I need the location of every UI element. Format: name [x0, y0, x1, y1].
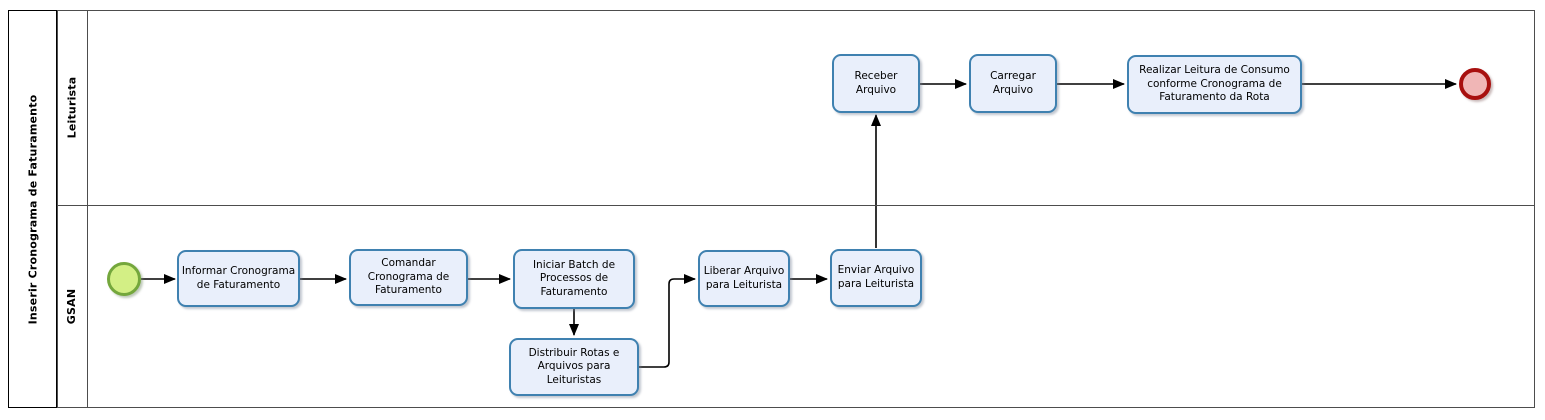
- task-distribuir-rotas: Distribuir Rotas e Arquivos para Leituri…: [509, 338, 639, 396]
- pool-title: Inserir Cronograma de Faturamento: [8, 10, 57, 408]
- lane-label-leiturista: Leiturista: [57, 10, 88, 205]
- lane-leiturista-label: Leiturista: [65, 76, 79, 139]
- task-receber-arquivo: Receber Arquivo: [832, 54, 920, 113]
- end-event: [1459, 68, 1491, 100]
- start-event: [107, 262, 141, 296]
- task-realizar-leitura: Realizar Leitura de Consumo conforme Cro…: [1127, 55, 1302, 114]
- lane-gsan-label: GSAN: [65, 288, 79, 325]
- task-liberar-arquivo: Liberar Arquivo para Leiturista: [698, 250, 790, 307]
- task-enviar-arquivo: Enviar Arquivo para Leiturista: [830, 249, 922, 307]
- lane-divider: [57, 205, 1535, 206]
- task-comandar-cronograma: Comandar Cronograma de Faturamento: [349, 249, 468, 306]
- pool-title-label: Inserir Cronograma de Faturamento: [26, 94, 40, 324]
- flow-distribuir-to-liberar: [639, 274, 696, 368]
- task-iniciar-batch: Iniciar Batch de Processos de Faturament…: [513, 249, 635, 309]
- pool-body: [57, 10, 1535, 408]
- task-informar-cronograma: Informar Cronograma de Faturamento: [177, 250, 300, 307]
- lane-label-gsan: GSAN: [57, 205, 88, 408]
- task-carregar-arquivo: Carregar Arquivo: [969, 54, 1057, 113]
